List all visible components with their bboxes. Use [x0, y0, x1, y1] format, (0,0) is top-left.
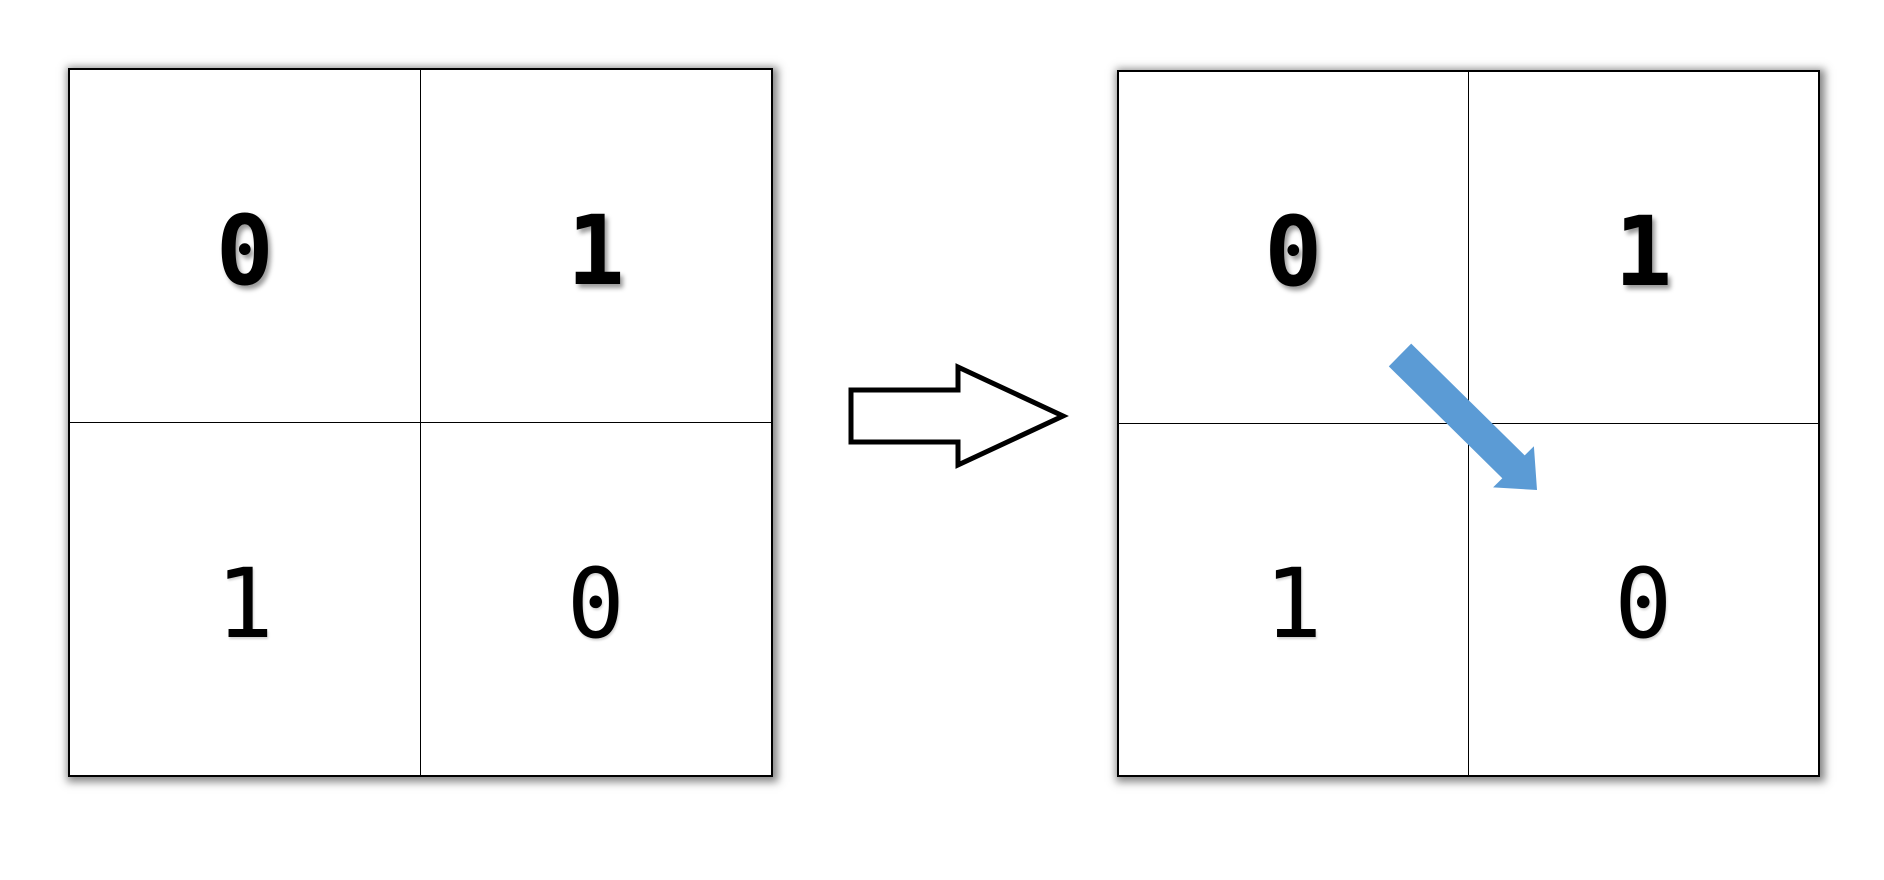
transform-arrow-icon — [848, 363, 1069, 469]
cell-value: 1 — [1264, 548, 1323, 661]
cell-value: 1 — [215, 547, 274, 660]
cell-value: 0 — [1264, 196, 1323, 309]
matrix-left-cell-bottom-right: 0 — [421, 423, 772, 776]
matrix-right-cell-top-right: 1 — [1468, 72, 1818, 424]
matrix-left-cell-top-right: 1 — [420, 70, 771, 423]
matrix-right-cell-bottom-left: 1 — [1119, 423, 1469, 775]
cell-value: 1 — [1614, 196, 1673, 309]
matrix-right: 0 1 1 0 — [1117, 70, 1820, 777]
matrix-right-cell-top-left: 0 — [1119, 72, 1469, 424]
matrix-right-cell-bottom-right: 0 — [1469, 424, 1819, 776]
matrix-left: 0 1 1 0 — [68, 68, 773, 777]
cell-value: 1 — [566, 194, 625, 307]
cell-value: 0 — [1614, 548, 1673, 661]
matrix-left-cell-bottom-left: 1 — [70, 422, 421, 775]
cell-value: 0 — [566, 547, 625, 660]
cell-value: 0 — [215, 194, 274, 307]
matrix-left-cell-top-left: 0 — [70, 70, 421, 423]
